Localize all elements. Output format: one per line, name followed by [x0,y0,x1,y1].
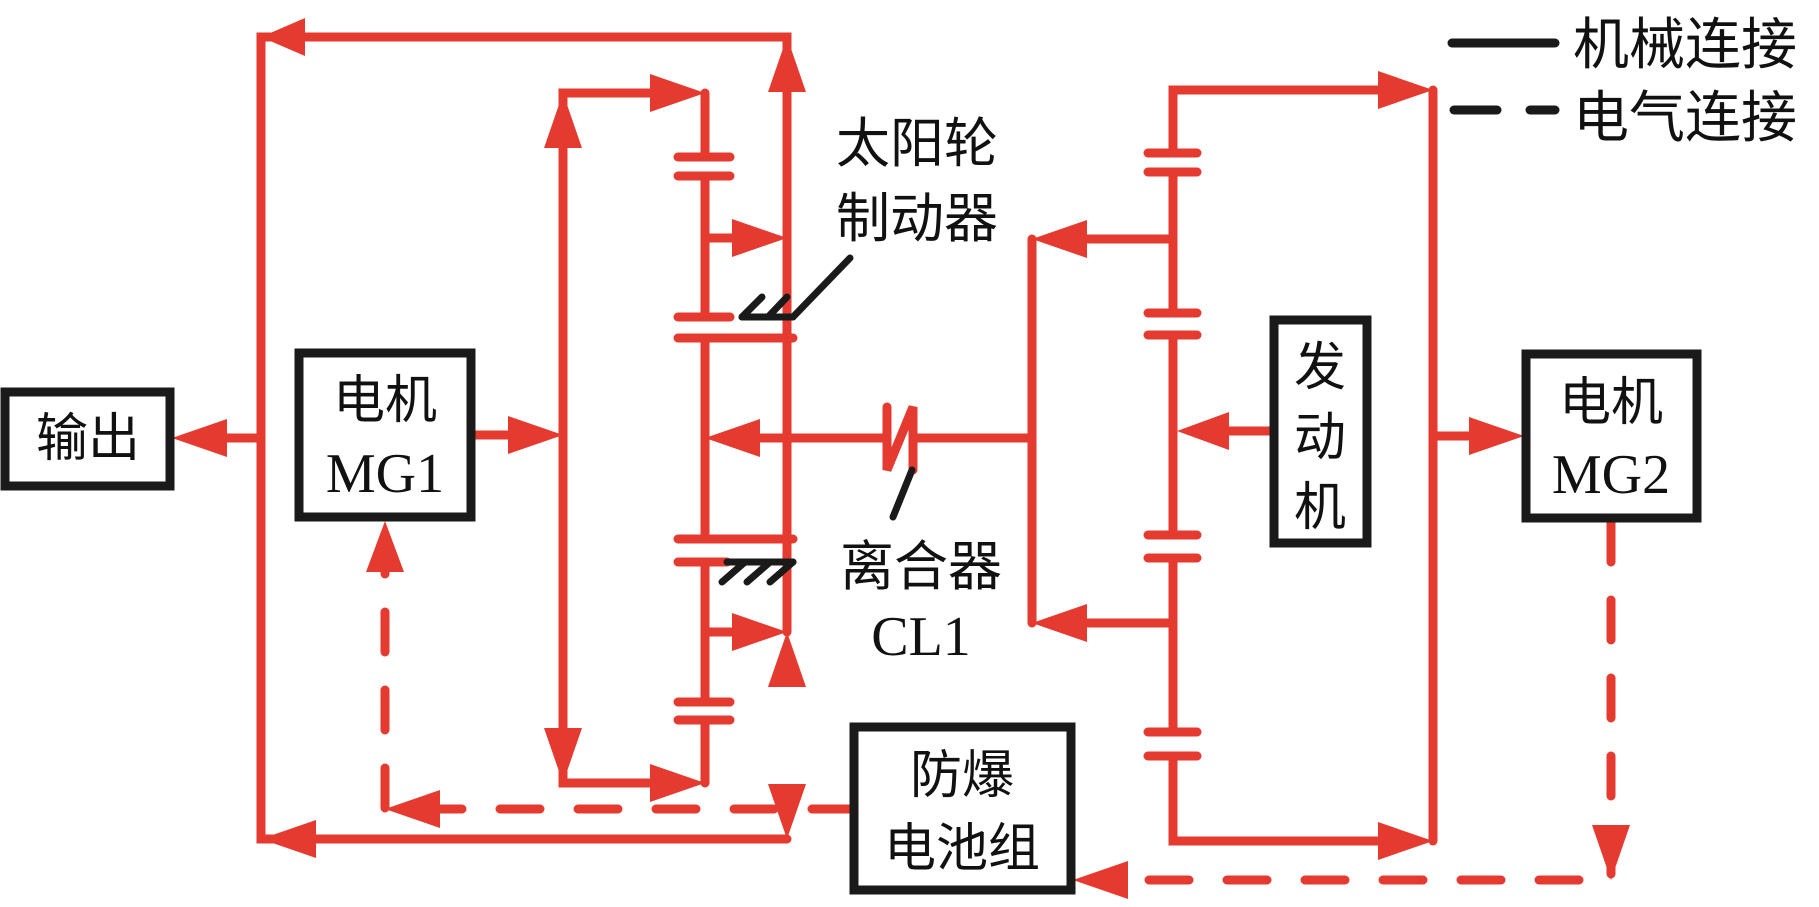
brake-hatch [764,293,791,321]
legend-electrical-label: 电气连接 [1573,86,1797,151]
arrow-up-icon [768,37,806,92]
battery-label-2: 电池组 [884,819,1040,879]
right-ring-bottom [1168,751,1405,846]
arrow-left-icon [705,419,760,457]
mechanical-connections [205,32,1485,846]
arrow-right-icon [1378,822,1433,860]
legend: 机械连接 电气连接 [1447,13,1797,151]
arrow-down-icon [768,784,806,839]
battery-label-1: 防爆 [910,746,1014,806]
brake-leader-line [789,254,854,321]
arrow-right-icon [650,764,705,802]
arrow-left-icon [1032,220,1087,258]
clutch-leader-line [889,466,916,521]
arrow-right-icon [508,416,563,454]
sun-brake-symbol [738,254,854,321]
engine-label-2: 动 [1294,408,1346,468]
arrow-up-icon [768,632,806,687]
mg2-label-en: MG2 [1552,444,1670,506]
ground-hatch [766,558,797,586]
arrow-left-icon [261,820,316,858]
engine-label-1: 发 [1294,338,1346,398]
mg2-label-cn: 电机 [1559,373,1663,433]
legend-mechanical-label: 机械连接 [1573,13,1797,78]
clutch-symbol [882,402,918,475]
mg1-label-en: MG1 [326,443,444,505]
mg2-to-battery-dashed [1115,517,1616,885]
right-ring-top [1168,85,1405,158]
output-box: 输出 [0,387,175,491]
arrow-up-icon [544,93,582,148]
arrow-up-icon [366,521,404,572]
arrow-down-icon [1592,825,1630,880]
arrow-right-icon [732,613,787,651]
ground-hatch [718,558,749,586]
mg1-label-cn: 电机 [333,371,437,431]
arrow-right-icon [1378,71,1433,109]
gears [673,148,1202,761]
sun-brake-label-1: 太阳轮 [836,112,998,175]
arrow-left-icon [261,18,305,56]
clutch-label-2: CL1 [871,606,971,668]
output-label: 输出 [36,409,140,469]
sun-brake-label-2: 制动器 [836,187,998,250]
ground-symbol [718,558,797,586]
engine-box: 发 动 机 [1269,315,1372,548]
mg2-box: 电机 MG2 [1521,349,1702,523]
arrow-left-icon [1073,861,1128,899]
mg1-box: 电机 MG1 [294,348,476,522]
ground-hatch [743,558,774,586]
arrow-left-icon [385,790,440,828]
arrow-left-icon [1032,604,1087,642]
arrow-left-icon [1177,412,1229,450]
left-ring-line [558,88,685,788]
arrowheads [172,18,1630,899]
brake-hatch [738,293,766,321]
arrow-right-icon [732,219,787,257]
arrow-left-icon [172,419,227,457]
arrow-down-icon [544,728,582,783]
arrow-right-icon [650,74,705,112]
engine-label-3: 机 [1294,478,1346,538]
clutch-label-1: 离合器 [840,535,1002,598]
battery-box: 防爆 电池组 [849,722,1076,895]
arrow-right-icon [1469,417,1524,455]
